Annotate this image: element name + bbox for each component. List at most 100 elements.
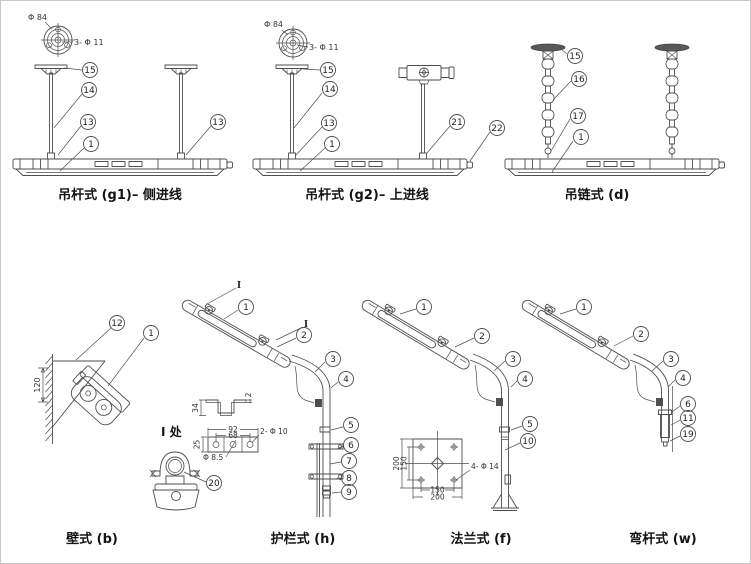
svg-text:92: 92 — [228, 425, 238, 434]
callout-1: 1 — [143, 325, 159, 341]
wall-bracket — [52, 360, 106, 428]
callout-19: 19 — [680, 426, 696, 442]
svg-text:5: 5 — [348, 421, 354, 431]
callout-2: 2 — [296, 327, 312, 343]
leader-lines — [53, 67, 212, 172]
svg-text:22: 22 — [491, 124, 502, 134]
pipe-clamp-detail — [149, 451, 201, 511]
svg-text:68: 68 — [228, 431, 238, 440]
panel-bent-rod-mount: 1 2 3 4 6 11 19 弯杆式 (w) — [519, 292, 697, 547]
callout-4: 4 — [338, 371, 354, 387]
panel-guardrail-mount: 34 2 92 68 2- Φ 10 Φ 8.5 25 I I 1 2 3 4 … — [179, 279, 359, 547]
svg-text:21: 21 — [451, 118, 462, 128]
base-plate-detail: 200 150 150 200 4- Φ 14 — [392, 431, 499, 502]
clamp-plate-upper — [308, 443, 344, 450]
callout-21: 21 — [449, 114, 465, 130]
leader-lines — [559, 308, 681, 442]
section-mark-I: I — [237, 279, 241, 291]
svg-text:13: 13 — [212, 118, 223, 128]
panel-wall-mount: 120 12 1 壁式 (b) — [33, 315, 159, 547]
svg-text:1: 1 — [578, 133, 584, 143]
callout-15: 15 — [82, 62, 98, 78]
panel-caption-g1: 吊杆式 (g1)– 侧进线 — [58, 187, 182, 203]
svg-text:4: 4 — [680, 374, 686, 384]
panel-caption-w: 弯杆式 (w) — [629, 531, 696, 547]
bent-pole — [288, 354, 331, 517]
panel-caption-f: 法兰式 (f) — [450, 531, 511, 547]
svg-text:1: 1 — [581, 303, 587, 313]
svg-text:2: 2 — [244, 392, 253, 397]
bolt-holes-label: 3- Φ 11 — [309, 43, 339, 52]
svg-text:9: 9 — [346, 488, 352, 498]
svg-text:15: 15 — [569, 52, 580, 62]
callout-3: 3 — [505, 351, 521, 367]
flange-top-view: Φ 84 3- Φ 11 — [264, 20, 339, 60]
svg-text:8: 8 — [346, 474, 352, 484]
svg-text:2- Φ 10: 2- Φ 10 — [260, 427, 288, 436]
panel-caption-b: 壁式 (b) — [66, 531, 118, 547]
svg-text:19: 19 — [682, 430, 694, 440]
cable-gland — [315, 399, 322, 407]
callout-14: 14 — [322, 81, 338, 97]
svg-text:Φ 8.5: Φ 8.5 — [203, 453, 223, 462]
nut-stack — [322, 485, 331, 499]
flange-diameter-label: Φ 84 — [28, 13, 47, 22]
panel-suspension-rod-g2: Φ 84 3- Φ 11 15 14 13 1 21 22 吊杆式 (g2)– … — [252, 20, 505, 203]
callout-9: 9 — [341, 484, 357, 500]
cable — [634, 364, 656, 403]
panel-chain-suspension: 15 16 17 1 吊链式 (d) — [504, 43, 725, 203]
callout-15: 15 — [320, 62, 336, 78]
callout-11: 11 — [680, 410, 696, 426]
leader-lines — [206, 287, 344, 494]
svg-text:34: 34 — [191, 403, 200, 413]
callout-17: 17 — [570, 108, 586, 124]
callout-3: 3 — [325, 351, 341, 367]
callout-12: 12 — [109, 315, 125, 331]
rod-collar — [47, 152, 55, 160]
svg-text:1: 1 — [88, 140, 94, 150]
callout-5: 5 — [522, 416, 538, 432]
cable-gland — [496, 398, 503, 406]
callout-1: 1 — [576, 299, 592, 315]
svg-text:16: 16 — [573, 75, 585, 85]
callout-1: 1 — [83, 136, 99, 152]
callout-6: 6 — [343, 437, 359, 453]
svg-text:3: 3 — [668, 355, 674, 365]
base-flange — [491, 493, 519, 511]
svg-text:13: 13 — [82, 118, 93, 128]
suspension-rod — [49, 72, 53, 154]
rod-collar — [288, 152, 296, 160]
callout-1: 1 — [416, 299, 432, 315]
callout-5: 5 — [343, 417, 359, 433]
svg-text:2: 2 — [638, 330, 644, 340]
leader-line — [183, 471, 207, 483]
svg-text:14: 14 — [324, 85, 336, 95]
section-label: I 处 — [161, 424, 183, 439]
callout-13b: 13 — [210, 114, 226, 130]
pole-collar — [499, 426, 510, 433]
panel-flange-mount: 200 150 150 200 4- Φ 14 1 2 3 4 5 10 法兰式… — [359, 292, 538, 547]
svg-text:4- Φ 14: 4- Φ 14 — [471, 462, 499, 471]
svg-text:15: 15 — [84, 66, 95, 76]
section-mark-I: I — [304, 318, 308, 330]
chain-hanger — [530, 43, 566, 159]
callout-22: 22 — [489, 120, 505, 136]
panel-suspension-rod-g1: Φ 84 3- Φ 11 15 14 13 1 13 吊杆式 (g1)– 侧进线 — [12, 13, 233, 203]
svg-text:2: 2 — [479, 332, 485, 342]
pole-collar — [658, 409, 672, 415]
svg-text:1: 1 — [421, 303, 427, 313]
callout-4: 4 — [517, 371, 533, 387]
offset-dimension: 120 — [33, 367, 48, 403]
svg-text:3: 3 — [510, 355, 516, 365]
callout-14: 14 — [81, 82, 97, 98]
pole-joint — [501, 436, 509, 440]
leader-lines — [293, 68, 491, 172]
callout-8: 8 — [341, 470, 357, 486]
svg-text:10: 10 — [522, 437, 534, 447]
svg-text:14: 14 — [83, 86, 95, 96]
callout-6: 6 — [680, 396, 696, 412]
svg-text:12: 12 — [111, 319, 122, 329]
bracket-plate-detail: 92 68 2- Φ 10 Φ 8.5 25 — [193, 425, 288, 462]
